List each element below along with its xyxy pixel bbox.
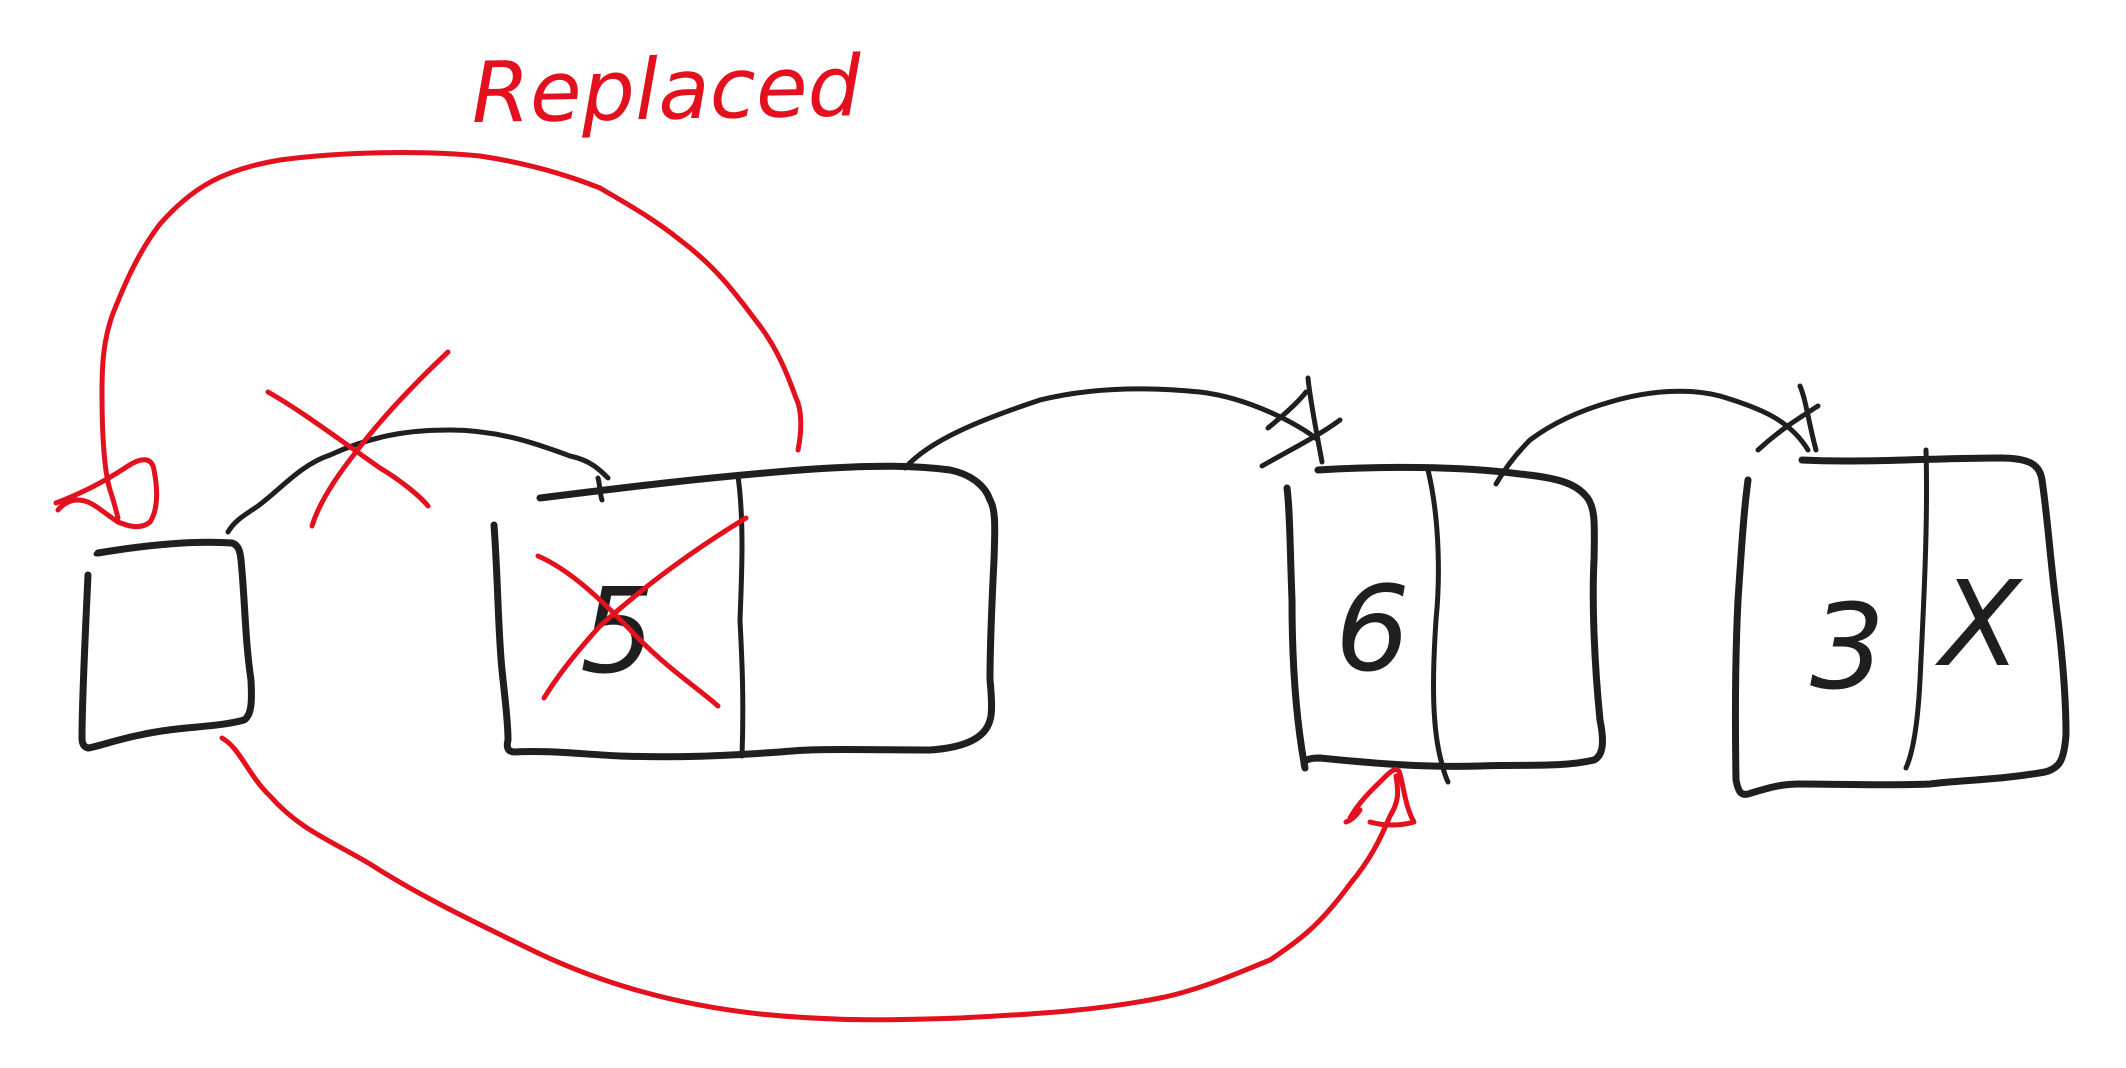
- cross-out-link-mark: [265, 349, 451, 529]
- replaced-link-arrow-head: [53, 457, 160, 530]
- list-node-2-box: [1283, 463, 1606, 772]
- list-node-2-divider: [1425, 467, 1451, 785]
- new-link-arrow-head: [1343, 767, 1417, 828]
- list-node-3-next-symbol: X: [1934, 555, 2023, 693]
- replaced-annotation: Replaced: [471, 37, 863, 142]
- replaced-link-arc: [99, 150, 804, 521]
- list-node-2: 6: [1283, 463, 1606, 785]
- list-node-1-value: 5: [580, 562, 655, 700]
- link-node-2-to-node-3: [1493, 383, 1821, 487]
- head-node: [78, 538, 255, 752]
- list-node-3: 3 X: [1731, 447, 2070, 798]
- head-node-box: [78, 538, 255, 752]
- list-node-2-value: 6: [1335, 560, 1410, 698]
- list-node-3-divider: [1903, 447, 1930, 771]
- link-head-to-node-1: [225, 427, 611, 535]
- list-node-1-divider: [735, 473, 746, 759]
- link-node-1-to-node-2: [902, 375, 1343, 471]
- new-link-arc: [219, 735, 1401, 1023]
- list-node-3-box: [1731, 454, 2070, 798]
- list-node-3-value: 3: [1810, 578, 1885, 716]
- cross-out-node-1-mark: [535, 515, 749, 709]
- list-node-1: 5: [490, 462, 999, 761]
